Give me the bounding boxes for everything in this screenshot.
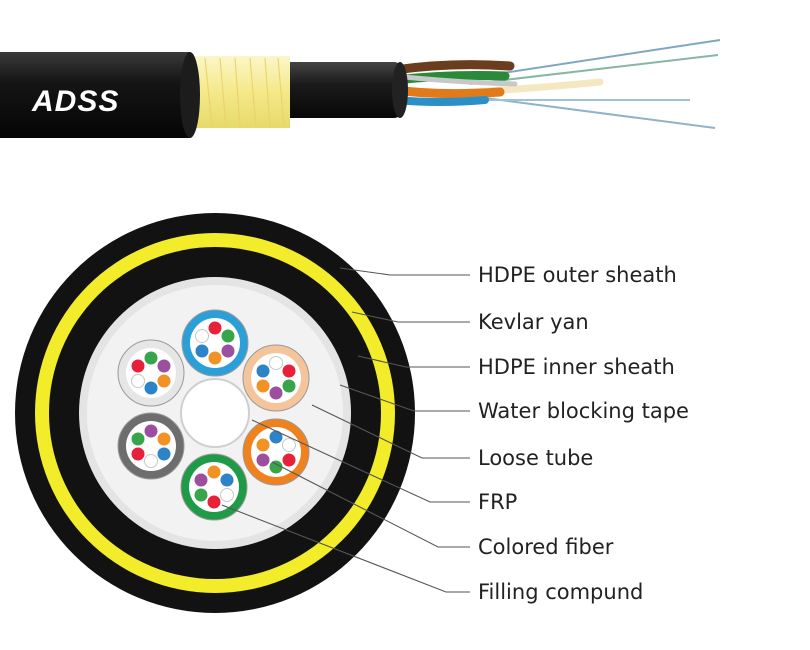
colored-fiber [282, 453, 296, 467]
colored-fiber [144, 381, 158, 395]
colored-fiber [282, 364, 296, 378]
cable-brand-text: ADSS [31, 85, 119, 118]
loose-tube [181, 309, 249, 377]
colored-fiber [157, 374, 171, 388]
callout-label: FRP [478, 490, 517, 514]
callout-label: Kevlar yan [478, 310, 589, 334]
loose-tube [117, 339, 185, 407]
colored-fiber [256, 364, 270, 378]
colored-fiber [256, 438, 270, 452]
colored-fiber [220, 488, 234, 502]
colored-fiber [144, 351, 158, 365]
colored-fiber [208, 321, 222, 335]
colored-fiber [194, 473, 208, 487]
frp-central-member [180, 378, 250, 448]
colored-fiber [195, 329, 209, 343]
colored-fiber [157, 447, 171, 461]
leader-line [339, 384, 470, 412]
colored-fiber [269, 430, 283, 444]
colored-fiber [131, 447, 145, 461]
colored-fiber [144, 424, 158, 438]
colored-fiber [269, 356, 283, 370]
loose-tube [180, 453, 248, 521]
loose-tube [242, 418, 310, 486]
colored-fiber [221, 344, 235, 358]
leader-line [351, 311, 470, 323]
colored-fiber [221, 329, 235, 343]
colored-fiber [269, 386, 283, 400]
colored-fiber [194, 488, 208, 502]
colored-fiber [157, 359, 171, 373]
colored-fiber [157, 432, 171, 446]
leader-line [251, 419, 470, 503]
colored-fiber [131, 432, 145, 446]
leader-line [311, 404, 470, 459]
colored-fiber [269, 460, 283, 474]
colored-fiber [256, 453, 270, 467]
colored-fiber [131, 359, 145, 373]
colored-fiber [144, 454, 158, 468]
colored-fiber [207, 495, 221, 509]
leader-line [339, 267, 470, 276]
callout-leaders [221, 267, 470, 593]
colored-fiber [282, 438, 296, 452]
cable-cross-section [15, 213, 415, 613]
callout-label: HDPE outer sheath [478, 263, 677, 287]
colored-fiber [195, 344, 209, 358]
colored-fiber [256, 379, 270, 393]
loose-tube [242, 344, 310, 412]
colored-fiber [208, 351, 222, 365]
leader-line [221, 504, 470, 593]
colored-fiber [282, 379, 296, 393]
loose-tube [117, 412, 185, 480]
leader-line [357, 355, 470, 368]
callout-label: Water blocking tape [478, 399, 689, 423]
colored-fiber [220, 473, 234, 487]
callout-label: HDPE inner sheath [478, 355, 675, 379]
callout-label: Loose tube [478, 446, 593, 470]
colored-fiber [207, 465, 221, 479]
callout-label: Filling compund [478, 580, 643, 604]
colored-fiber [131, 374, 145, 388]
leader-line [271, 461, 470, 548]
callout-label: Colored fiber [478, 535, 614, 559]
cable-side-view: ADSS [0, 39, 721, 138]
